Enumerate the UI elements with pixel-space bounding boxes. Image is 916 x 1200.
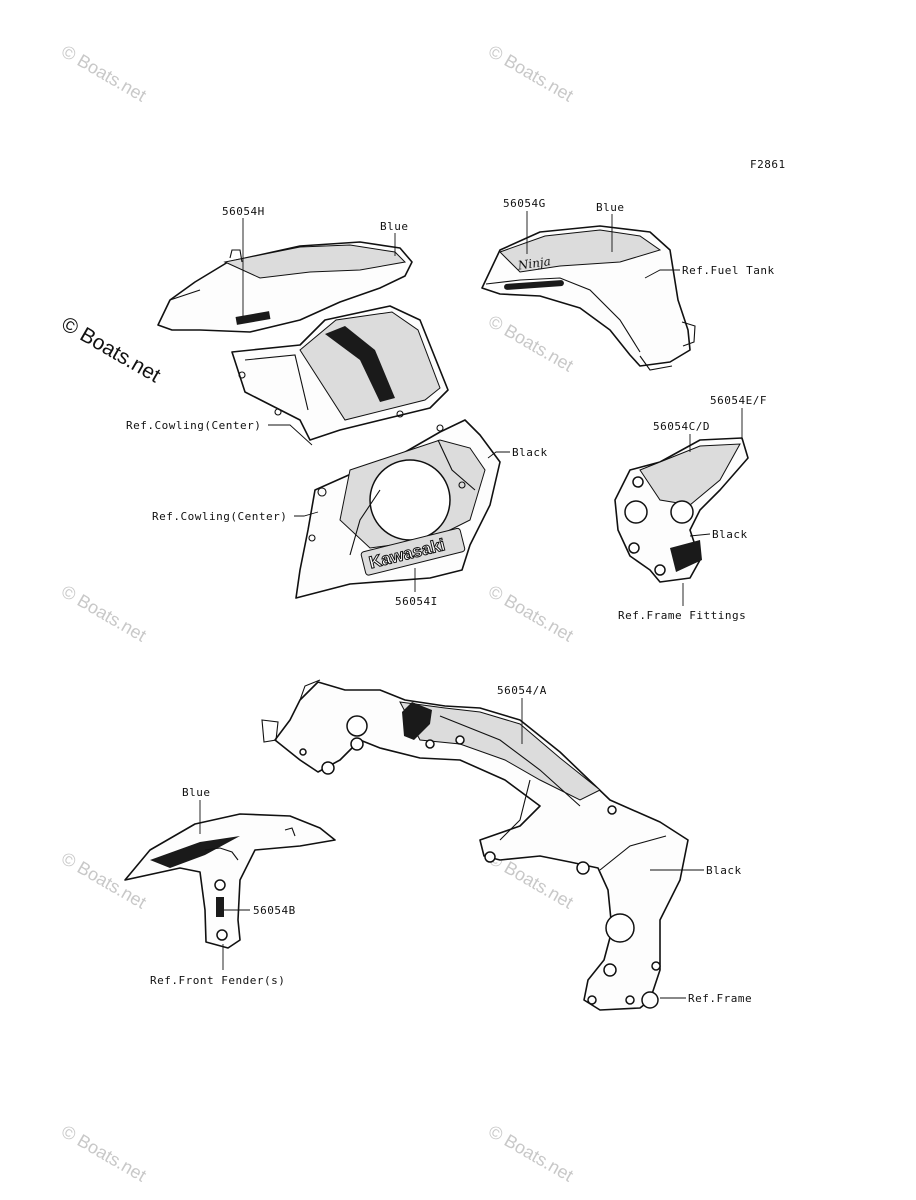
decal-56054H bbox=[235, 311, 271, 325]
label-ref-frame-fittings: Ref.Frame Fittings bbox=[618, 609, 746, 622]
leader-lines bbox=[199, 211, 743, 999]
label-56054I: 56054I bbox=[395, 595, 438, 608]
frame-fitting-part bbox=[614, 437, 749, 583]
label-ref-cowling-center-upper: Ref.Cowling(Center) bbox=[126, 419, 261, 432]
watermark: © Boats.net bbox=[58, 848, 150, 912]
watermark-prominent: © Boats.net bbox=[58, 312, 165, 387]
watermark: © Boats.net bbox=[485, 1121, 577, 1185]
label-black-frame: Black bbox=[706, 864, 742, 877]
lower-cowl-part: Kawasaki bbox=[295, 419, 501, 599]
label-blue-fender: Blue bbox=[182, 786, 211, 799]
main-frame-part bbox=[261, 679, 689, 1011]
callout-labels: 56054H Blue 56054G Blue Ref.Fuel Tank 56… bbox=[126, 197, 775, 1005]
watermark-group: © Boats.net © Boats.net © Boats.net © Bo… bbox=[58, 41, 577, 1185]
label-ref-fuel-tank: Ref.Fuel Tank bbox=[682, 264, 775, 277]
watermark: © Boats.net bbox=[58, 41, 150, 105]
ninja-decal: Ninja bbox=[516, 254, 552, 273]
label-ref-front-fender: Ref.Front Fender(s) bbox=[150, 974, 285, 987]
label-ref-cowling-center-lower: Ref.Cowling(Center) bbox=[152, 510, 287, 523]
watermark: © Boats.net bbox=[58, 581, 150, 645]
label-56054EF: 56054E/F bbox=[710, 394, 767, 407]
label-blue-tank: Blue bbox=[596, 201, 625, 214]
decal-56054B bbox=[216, 897, 224, 917]
label-blue-cowl: Blue bbox=[380, 220, 409, 233]
upper-cowl-part bbox=[157, 241, 449, 441]
fuel-tank-part: Ninja bbox=[481, 225, 696, 371]
label-56054A: 56054/A bbox=[497, 684, 547, 697]
figure-code: F2861 bbox=[750, 158, 786, 171]
watermark: © Boats.net bbox=[485, 41, 577, 105]
label-56054CD: 56054C/D bbox=[653, 420, 710, 433]
label-56054B: 56054B bbox=[253, 904, 296, 917]
label-black-fitting: Black bbox=[712, 528, 748, 541]
label-ref-frame: Ref.Frame bbox=[688, 992, 752, 1005]
watermark: © Boats.net bbox=[58, 1121, 150, 1185]
front-fender-part bbox=[124, 813, 336, 949]
watermark: © Boats.net bbox=[485, 581, 577, 645]
label-56054G: 56054G bbox=[503, 197, 546, 210]
label-56054H: 56054H bbox=[222, 205, 265, 218]
watermark: © Boats.net bbox=[485, 311, 577, 375]
label-black-cowl: Black bbox=[512, 446, 548, 459]
